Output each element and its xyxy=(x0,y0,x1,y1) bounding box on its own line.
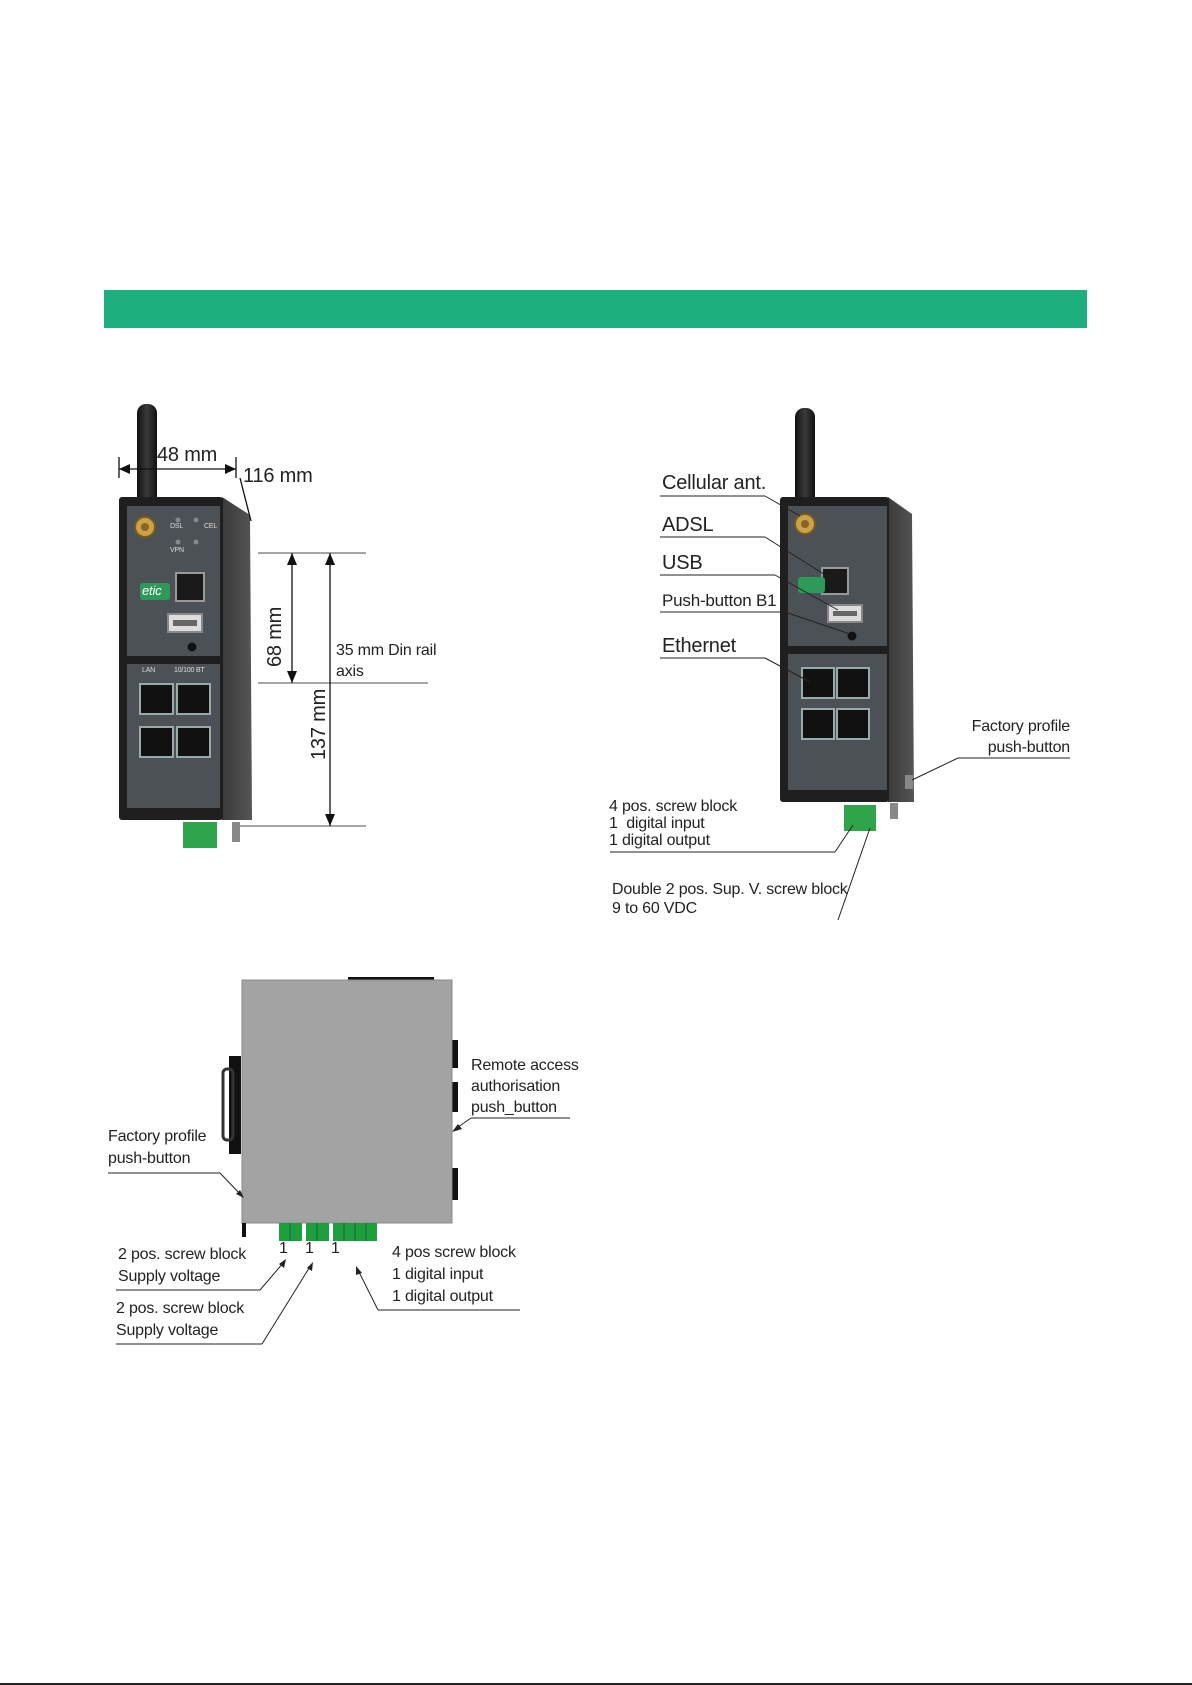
adsl-label: ADSL xyxy=(662,514,714,536)
supply-screw-block-2-label: 2 pos. screw block Supply voltage xyxy=(116,1300,245,1339)
bottom-factory-profile-label: Factory profile push-button xyxy=(108,1128,207,1167)
io-screw-block-label: 4 pos screw block 1 digital input 1 digi… xyxy=(392,1244,516,1305)
push-button-icon xyxy=(187,642,197,652)
dim-137-label: 137 mm xyxy=(308,688,330,760)
cellular-antenna-label: Cellular ant. xyxy=(662,472,767,494)
antenna-icon xyxy=(795,408,815,520)
brand-logo: etic xyxy=(142,583,162,598)
front-device xyxy=(119,404,252,848)
pin-one-mark-2: 1 xyxy=(305,1240,314,1257)
bottom-device xyxy=(221,977,458,1241)
double-screw-block-label: Double 2 pos. Sup. V. screw block 9 to 6… xyxy=(612,881,848,917)
antenna-icon xyxy=(137,404,157,522)
ethernet-ports-icon xyxy=(139,683,211,758)
dimension-lines xyxy=(118,457,428,827)
remote-access-label: Remote access authorisation push_button xyxy=(471,1057,579,1116)
adsl-port-icon xyxy=(175,572,205,602)
dim-68-label: 68 mm xyxy=(264,606,286,667)
terminal-blocks-icon xyxy=(279,1223,377,1241)
din-rail-label: 35 mm Din rail axis xyxy=(336,642,437,680)
connector-device xyxy=(780,408,914,831)
dim-depth-label: 116 mm xyxy=(243,465,313,487)
push-button-b1-label: Push-button B1 xyxy=(662,591,777,610)
callout-lines xyxy=(610,495,1070,921)
screw-block-4-label: 4 pos. screw block 1 digital input 1 dig… xyxy=(609,798,738,849)
dim-width-label: 48 mm xyxy=(157,444,218,466)
terminal-block-icon xyxy=(183,822,217,848)
supply-screw-block-1-label: 2 pos. screw block Supply voltage xyxy=(118,1246,247,1285)
section-header-band xyxy=(104,290,1087,328)
led-label-bt: 10/100 BT xyxy=(174,667,205,674)
pin-one-mark-3: 1 xyxy=(331,1240,340,1257)
ethernet-label: Ethernet xyxy=(662,635,737,657)
factory-profile-label: Factory profile push-button xyxy=(971,718,1071,756)
led-label-dsl: DSL xyxy=(170,523,184,530)
led-label-cel: CEL xyxy=(204,523,218,530)
led-label-vpn: VPN xyxy=(170,547,184,554)
usb-label: USB xyxy=(662,552,703,574)
pin-one-mark-1: 1 xyxy=(279,1240,288,1257)
led-label-lan: LAN xyxy=(142,667,156,674)
page-bottom-rule xyxy=(0,1683,1192,1685)
bottom-callout-lines xyxy=(108,1117,570,1345)
